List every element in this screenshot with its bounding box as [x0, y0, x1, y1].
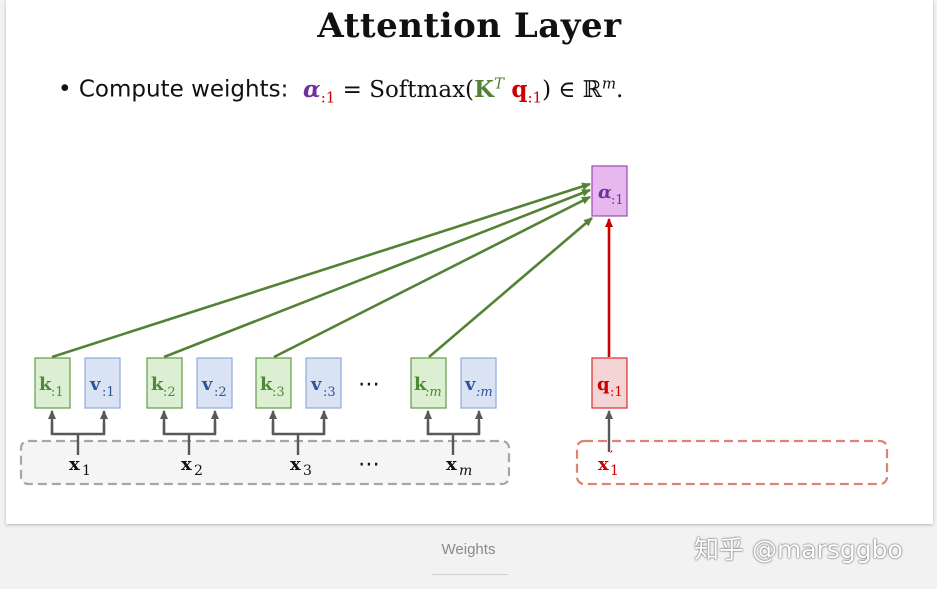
- eq-softmax: = Softmax(: [342, 76, 475, 103]
- pair-m: k :m v :m: [410, 357, 497, 409]
- key-m-label: k: [414, 374, 427, 395]
- value-2-label: v: [201, 374, 213, 395]
- branch-x1: [48, 410, 108, 455]
- value-m-label: v: [464, 374, 476, 395]
- eq-K: K: [474, 75, 495, 103]
- value-box-2: [196, 357, 233, 409]
- query-box: q :1: [591, 357, 628, 409]
- pair-1: k :1 v :1: [34, 357, 121, 409]
- arrow-k3-alpha: [273, 195, 591, 359]
- x3-sub: 3: [303, 463, 312, 479]
- value-2-sub: :2: [214, 385, 227, 400]
- slide-title: Attention Layer: [317, 6, 622, 46]
- bullet-compute-weights: • Compute weights: α:1 = Softmax(KT q:1)…: [58, 74, 623, 106]
- x1-prime-label: x: [598, 454, 609, 475]
- alpha-box-label: α: [598, 182, 612, 203]
- eq-tail: ) ∈ ℝ: [542, 76, 602, 103]
- query-box-sub: :1: [610, 385, 623, 400]
- key-3-sub: :3: [272, 385, 285, 400]
- query-box-label: q: [597, 374, 610, 395]
- value-1-label: v: [89, 374, 101, 395]
- x1-sub: 1: [82, 463, 91, 479]
- value-box-m: [460, 357, 497, 409]
- x2-sub: 2: [194, 463, 203, 479]
- branch-x3: [269, 410, 328, 455]
- branch-x2: [160, 410, 219, 455]
- key-1-sub: :1: [51, 385, 64, 400]
- eq-alpha-sub: :1: [320, 88, 336, 107]
- slide: Attention Layer • Compute weights: α:1 =…: [6, 0, 933, 524]
- bullet-prefix: • Compute weights:: [58, 76, 289, 103]
- eq-m: m: [601, 74, 617, 92]
- alpha-box-sub: :1: [611, 193, 624, 208]
- eq-q-sub: :1: [527, 88, 543, 107]
- value-m-sub: :m: [476, 385, 493, 400]
- query-input-container: [575, 439, 889, 486]
- inputs-container: [19, 439, 511, 486]
- ellipsis-top: ⋯: [358, 372, 380, 397]
- x2-label: x: [181, 454, 192, 475]
- value-box-1: [84, 357, 121, 409]
- value-3-sub: :3: [323, 385, 336, 400]
- key-box-1: [34, 357, 71, 409]
- value-3-label: v: [310, 374, 322, 395]
- input-labels: x 1 x 2 x 3 ⋯ x m x ′ 1: [69, 449, 619, 479]
- watermark: 知乎 @marsggbo: [694, 535, 903, 564]
- value-box-3: [305, 357, 342, 409]
- key-2-label: k: [151, 374, 164, 395]
- pair-2: k :2 v :2: [146, 357, 233, 409]
- arrow-k2-alpha: [163, 188, 591, 359]
- branch-xm: [424, 410, 483, 455]
- key-box-2: [146, 357, 183, 409]
- key-box-3: [255, 357, 292, 409]
- key-m-sub: :m: [425, 385, 442, 400]
- caption-underline: [432, 574, 508, 575]
- value-1-sub: :1: [102, 385, 115, 400]
- equation: α:1 = Softmax(KT q:1) ∈ ℝm.: [296, 74, 624, 107]
- x1-prime-sub: 1: [610, 463, 619, 479]
- x3-label: x: [290, 454, 301, 475]
- key-2-sub: :2: [163, 385, 176, 400]
- arrow-k1-alpha: [51, 182, 591, 359]
- xm-label: x: [446, 454, 457, 475]
- eq-q: q: [511, 75, 528, 103]
- figure-caption: Weights: [441, 541, 496, 558]
- eq-T: T: [494, 74, 505, 92]
- alpha-box: α :1: [591, 165, 628, 217]
- x1-prime-mark: ′: [610, 449, 613, 465]
- key-1-label: k: [39, 374, 52, 395]
- x1-label: x: [69, 454, 80, 475]
- xm-sub: m: [459, 463, 472, 479]
- ellipsis-bottom: ⋯: [358, 452, 380, 477]
- eq-alpha: α: [302, 75, 321, 103]
- pair-3: k :3 v :3: [255, 357, 342, 409]
- key-3-label: k: [260, 374, 273, 395]
- key-box-m: [410, 357, 447, 409]
- eq-period: .: [616, 76, 624, 103]
- arrow-km-alpha: [428, 217, 593, 358]
